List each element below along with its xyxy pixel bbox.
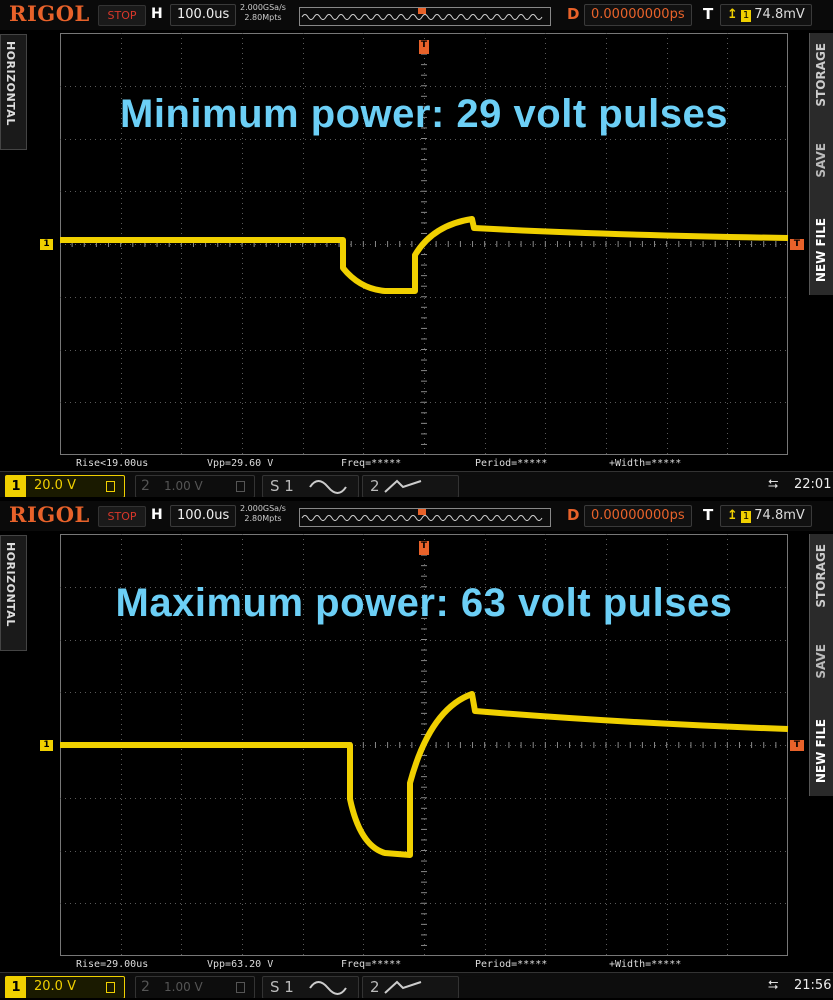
channel1-marker[interactable]: 1 [40, 239, 53, 250]
overlay-caption: Maximum power: 63 volt pulses [115, 581, 733, 625]
trigger-level-marker[interactable]: T [790, 740, 804, 751]
measure-rise: Rise<19.00us [76, 458, 149, 469]
rising-edge-icon: ↥ [727, 508, 738, 523]
trigger-level-marker[interactable]: T [790, 239, 804, 250]
sine-wave-icon [309, 981, 347, 995]
scope-screen-minimum: RIGOL STOP H 100.0us 2.000GSa/s 2.80Mpts… [0, 0, 833, 497]
channel1-marker[interactable]: 1 [40, 740, 53, 751]
run-stop-button[interactable]: STOP [98, 506, 146, 527]
source1-button[interactable]: S 1 [262, 475, 359, 497]
channel-bar: 1 20.0 V 2 1.00 V S 1 2 ⮀ 22:01 [0, 471, 833, 497]
trigger-label: T [703, 506, 714, 524]
scope-screen-maximum: RIGOL STOP H 100.0us 2.000GSa/s 2.80Mpts… [0, 501, 833, 998]
horizontal-tab[interactable]: HORIZONTAL [0, 34, 27, 150]
channel2-button[interactable]: 2 1.00 V [135, 475, 255, 497]
channel2-scale: 1.00 V [164, 980, 203, 994]
channel-bar: 1 20.0 V 2 1.00 V S 1 2 ⮀ 21:56 [0, 972, 833, 998]
memory-position-strip[interactable] [299, 7, 551, 26]
horizontal-label: H [151, 507, 163, 523]
rising-edge-icon: ↥ [727, 7, 738, 22]
clock: 22:01 [794, 477, 832, 492]
channel1-scale: 20.0 V [34, 478, 76, 493]
delay-label: D [567, 5, 580, 23]
coupling-icon [106, 481, 115, 492]
source1-button[interactable]: S 1 [262, 976, 359, 998]
measure-width: +Width=***** [609, 458, 682, 469]
memory-depth: 2.80Mpts [244, 514, 282, 523]
measure-period: Period=***** [475, 959, 548, 970]
horizontal-tab-label: HORIZONTAL [4, 41, 17, 126]
coupling-icon [236, 982, 245, 993]
trigger-level: 74.8mV [754, 508, 805, 523]
channel2-number: 2 [141, 979, 150, 995]
timebase-value[interactable]: 100.0us [170, 4, 237, 26]
measure-vpp: Vpp=63.20 V [207, 959, 274, 970]
channel1-trace [60, 216, 789, 294]
horizontal-tab-label: HORIZONTAL [4, 542, 17, 627]
save-menu-panel: STORAGE SAVE NEW FILE [809, 33, 833, 295]
channel1-button[interactable]: 1 20.0 V [5, 475, 125, 497]
measure-period: Period=***** [475, 458, 548, 469]
delay-value[interactable]: 0.00000000ps [584, 505, 692, 527]
sine-wave-icon [309, 480, 347, 494]
coupling-icon [236, 481, 245, 492]
run-stop-button[interactable]: STOP [98, 5, 146, 26]
source1-label: S 1 [270, 978, 294, 996]
channel2-number: 2 [141, 478, 150, 494]
brand-logo: RIGOL [9, 502, 90, 527]
status-bar: RIGOL STOP H 100.0us 2.000GSa/s 2.80Mpts… [0, 501, 833, 531]
measure-freq: Freq=***** [341, 959, 402, 970]
measure-rise: Rise=29.00us [76, 959, 149, 970]
channel2-button[interactable]: 2 1.00 V [135, 976, 255, 998]
trigger-label: T [703, 5, 714, 23]
memory-depth: 2.80Mpts [244, 13, 282, 22]
usb-icon: ⮀ [768, 978, 779, 993]
channel1-trace [60, 691, 789, 858]
measurement-row: Rise=29.00us Vpp=63.20 V Freq=***** Peri… [60, 959, 788, 971]
trigger-channel: 1 [740, 511, 752, 523]
overlay-caption: Minimum power: 29 volt pulses [120, 92, 728, 136]
measurement-row: Rise<19.00us Vpp=29.60 V Freq=***** Peri… [60, 458, 788, 470]
ramp-wave-icon [384, 479, 422, 493]
channel1-number: 1 [6, 977, 26, 998]
memory-waveform-icon [301, 8, 543, 20]
horizontal-label: H [151, 6, 163, 22]
timebase-value[interactable]: 100.0us [170, 505, 237, 527]
measure-width: +Width=***** [609, 959, 682, 970]
source1-label: S 1 [270, 477, 294, 495]
sample-rate: 2.000GSa/s [240, 3, 286, 12]
sample-rate-info: 2.000GSa/s 2.80Mpts [240, 504, 286, 524]
coupling-icon [106, 982, 115, 993]
clock: 21:56 [794, 978, 832, 993]
source2-button[interactable]: 2 [362, 475, 459, 497]
channel2-scale: 1.00 V [164, 479, 203, 493]
channel1-button[interactable]: 1 20.0 V [5, 976, 125, 998]
memory-position-strip[interactable] [299, 508, 551, 527]
trigger-channel: 1 [740, 10, 752, 22]
usb-icon: ⮀ [768, 477, 779, 492]
status-bar: RIGOL STOP H 100.0us 2.000GSa/s 2.80Mpts… [0, 0, 833, 30]
memory-waveform-icon [301, 509, 543, 521]
save-menu-panel: STORAGE SAVE NEW FILE [809, 534, 833, 796]
channel1-number: 1 [6, 476, 26, 497]
trigger-position-marker[interactable]: T [419, 40, 429, 54]
delay-label: D [567, 506, 580, 524]
measure-freq: Freq=***** [341, 458, 402, 469]
sample-rate-info: 2.000GSa/s 2.80Mpts [240, 3, 286, 23]
trigger-position-marker[interactable]: T [419, 541, 429, 555]
horizontal-tab[interactable]: HORIZONTAL [0, 535, 27, 651]
measure-vpp: Vpp=29.60 V [207, 458, 274, 469]
ramp-wave-icon [384, 980, 422, 994]
source2-button[interactable]: 2 [362, 976, 459, 998]
trigger-level: 74.8mV [754, 7, 805, 22]
brand-logo: RIGOL [9, 1, 90, 26]
channel1-scale: 20.0 V [34, 979, 76, 994]
source2-label: 2 [370, 978, 380, 996]
source2-label: 2 [370, 477, 380, 495]
sample-rate: 2.000GSa/s [240, 504, 286, 513]
delay-value[interactable]: 0.00000000ps [584, 4, 692, 26]
